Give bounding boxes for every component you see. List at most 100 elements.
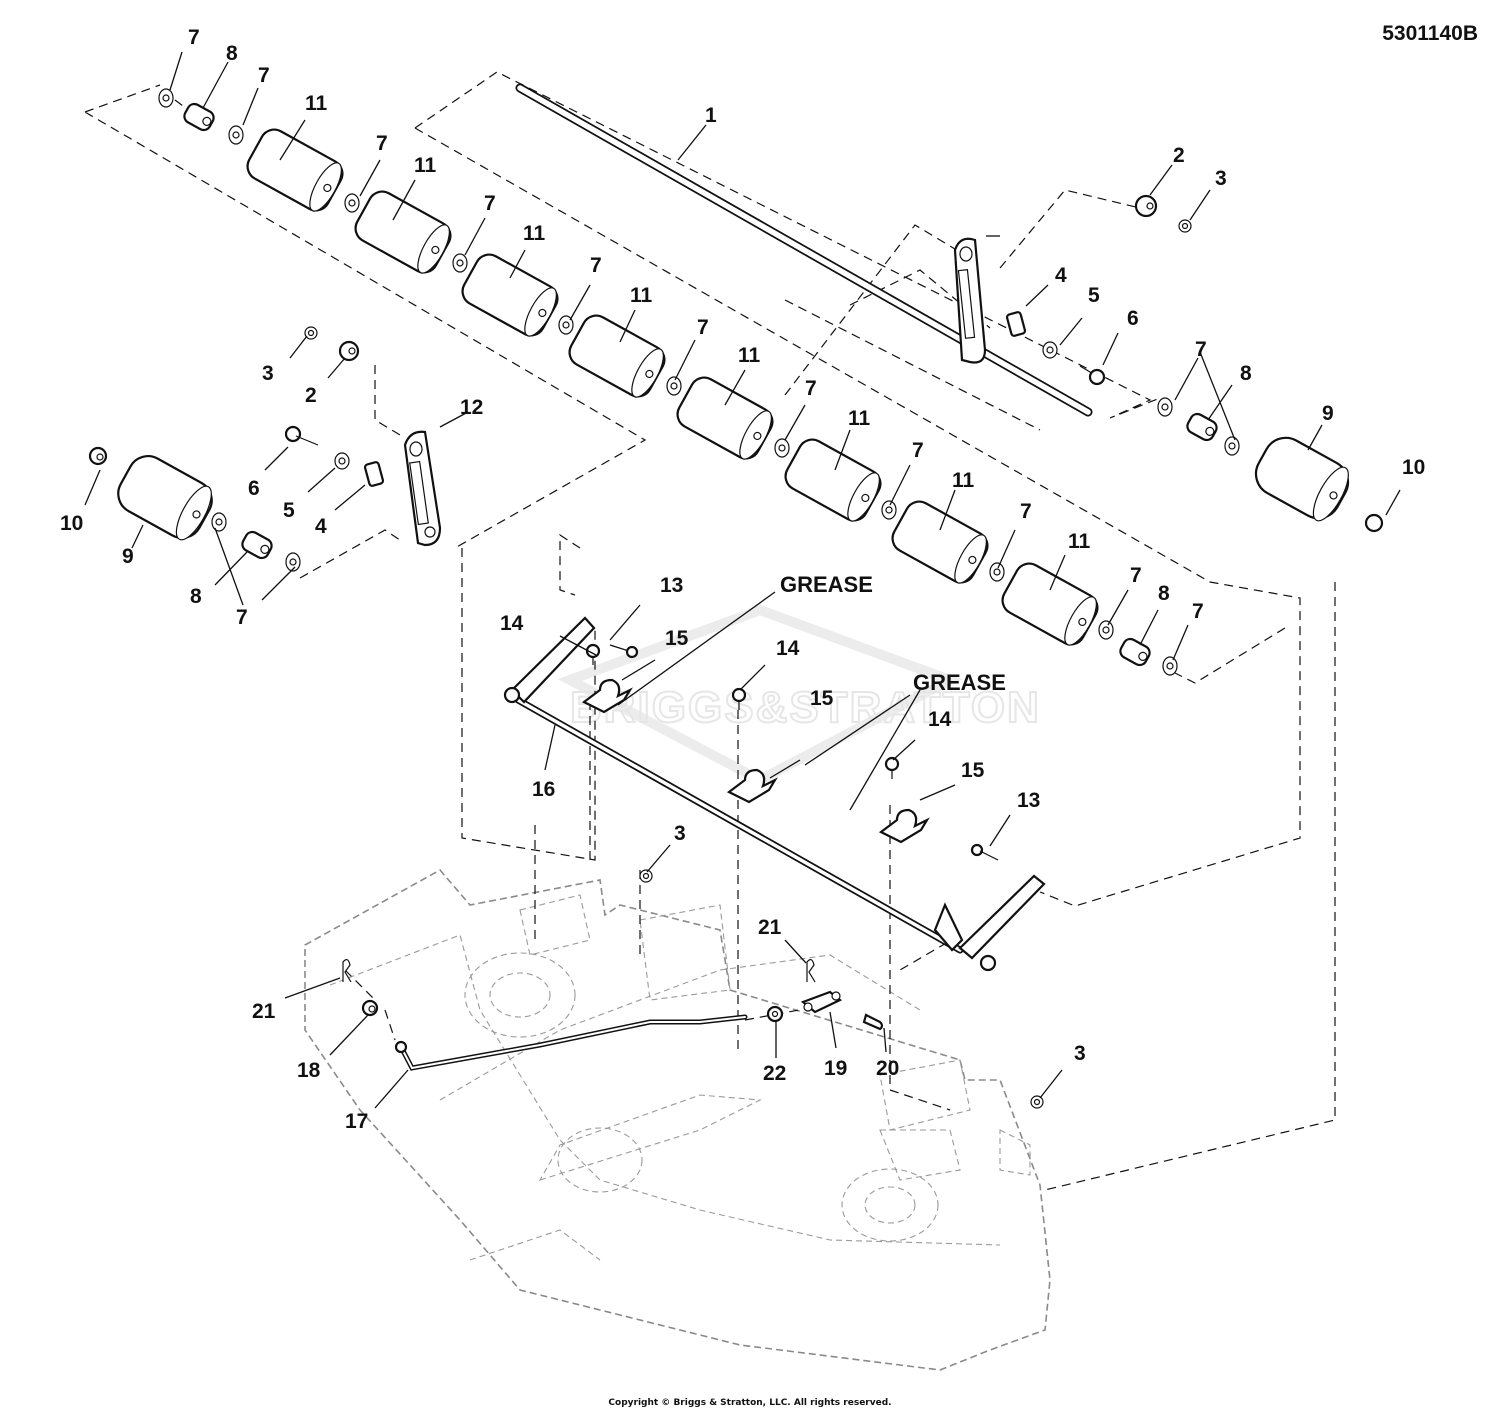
clevis-pin-20[interactable] — [862, 1013, 884, 1031]
washer-7[interactable] — [1157, 397, 1173, 417]
callout-8[interactable]: 8 — [226, 42, 238, 65]
roller-11[interactable] — [888, 497, 993, 588]
roller-11[interactable] — [565, 311, 670, 402]
flange-nut-2[interactable] — [1134, 194, 1158, 218]
clevis-19[interactable] — [800, 990, 843, 1014]
washer-7[interactable] — [666, 376, 682, 396]
callout-21[interactable]: 21 — [252, 1000, 276, 1023]
callout-15[interactable]: 15 — [665, 627, 689, 650]
callout-11[interactable]: 11 — [523, 222, 546, 245]
hair-pin-21[interactable] — [342, 959, 352, 983]
part-1-roller-shaft[interactable] — [515, 83, 1093, 417]
washer-7[interactable] — [452, 253, 468, 273]
callout-7[interactable]: 7 — [376, 132, 388, 155]
washer-7[interactable] — [158, 88, 174, 108]
callout-22[interactable]: 22 — [763, 1062, 786, 1085]
bushing-8[interactable] — [240, 529, 274, 560]
callout-7[interactable]: 7 — [484, 192, 496, 215]
callout-3[interactable]: 3 — [262, 362, 274, 385]
callout-7[interactable]: 7 — [258, 64, 270, 87]
lift-rod-17[interactable] — [394, 1014, 748, 1071]
washer-7[interactable] — [285, 552, 301, 572]
strap-clamp-15[interactable] — [581, 678, 633, 714]
jam-nut-22[interactable] — [766, 1005, 784, 1023]
end-cap-10[interactable] — [1364, 513, 1384, 533]
bushing-8[interactable] — [182, 101, 216, 132]
washer-7[interactable] — [989, 562, 1005, 582]
lock-nut-3[interactable] — [304, 326, 318, 340]
roller-11[interactable] — [781, 435, 886, 526]
callout-11[interactable]: 11 — [848, 407, 871, 430]
bushing-18[interactable] — [361, 999, 379, 1017]
hair-pin-21[interactable] — [806, 959, 816, 983]
bolt-13[interactable] — [970, 843, 999, 861]
callout-2[interactable]: 2 — [305, 384, 317, 407]
callout-7[interactable]: 7 — [912, 439, 924, 462]
lock-nut-3-low[interactable] — [1030, 1095, 1044, 1109]
callout-17[interactable]: 17 — [345, 1110, 368, 1133]
callout-7[interactable]: 7 — [590, 254, 602, 277]
callout-3[interactable]: 3 — [674, 822, 686, 845]
bolt-14[interactable] — [585, 643, 601, 665]
roller-11[interactable] — [458, 250, 563, 341]
roller-11[interactable] — [998, 559, 1103, 650]
callout-21[interactable]: 21 — [758, 916, 782, 939]
callout-1[interactable]: 1 — [705, 104, 717, 127]
washer-7[interactable] — [228, 125, 244, 145]
callout-13[interactable]: 13 — [1017, 789, 1040, 812]
callout-11[interactable]: 11 — [414, 154, 437, 177]
callout-7[interactable]: 7 — [1195, 338, 1207, 361]
callout-7[interactable]: 7 — [697, 316, 709, 339]
end-cap-10[interactable] — [88, 446, 108, 466]
callout-14[interactable]: 14 — [928, 708, 952, 731]
bolt-13[interactable] — [609, 644, 639, 659]
callout-10[interactable]: 10 — [60, 512, 83, 535]
roller-11[interactable] — [673, 373, 778, 464]
callout-5[interactable]: 5 — [283, 499, 295, 522]
callout-3[interactable]: 3 — [1074, 1042, 1086, 1065]
callout-8[interactable]: 8 — [1240, 362, 1252, 385]
callout-18[interactable]: 18 — [297, 1059, 321, 1082]
washer-7[interactable] — [774, 438, 790, 458]
callout-11[interactable]: 11 — [952, 469, 975, 492]
washer-5[interactable] — [1042, 341, 1058, 359]
callout-11[interactable]: 11 — [1068, 530, 1091, 553]
callout-7[interactable]: 7 — [1130, 564, 1142, 587]
roller-11[interactable] — [243, 125, 348, 216]
callout-11[interactable]: 11 — [630, 284, 653, 307]
callout-7[interactable]: 7 — [188, 26, 200, 49]
washer-7[interactable] — [211, 512, 227, 532]
strap-clamp-15[interactable] — [878, 808, 930, 844]
washer-7[interactable] — [1162, 656, 1178, 676]
spacer-block-4[interactable] — [363, 461, 385, 487]
bushing-8[interactable] — [1118, 636, 1152, 667]
callout-7[interactable]: 7 — [1020, 500, 1032, 523]
callout-10[interactable]: 10 — [1402, 456, 1425, 479]
bushing-8[interactable] — [1185, 411, 1219, 442]
callout-7[interactable]: 7 — [805, 377, 817, 400]
callout-4[interactable]: 4 — [1055, 264, 1067, 287]
callout-12[interactable]: 12 — [460, 396, 483, 419]
washer-7[interactable] — [1224, 436, 1240, 456]
washer-7[interactable] — [1098, 620, 1114, 640]
lock-nut-3-mid[interactable] — [639, 869, 653, 883]
callout-4[interactable]: 4 — [315, 515, 327, 538]
bolt-6[interactable] — [1079, 365, 1106, 386]
bolt-14[interactable] — [884, 756, 900, 779]
callout-6[interactable]: 6 — [1127, 307, 1139, 330]
lock-nut-3[interactable] — [1178, 219, 1192, 233]
bolt-14[interactable] — [731, 687, 747, 710]
callout-15[interactable]: 15 — [810, 687, 834, 710]
roller-9-left[interactable] — [111, 449, 219, 545]
callout-16[interactable]: 16 — [532, 778, 555, 801]
washer-7[interactable] — [881, 500, 897, 520]
callout-14[interactable]: 14 — [776, 637, 800, 660]
callout-11[interactable]: 11 — [305, 92, 328, 115]
strap-clamp-15[interactable] — [726, 768, 778, 804]
callout-19[interactable]: 19 — [824, 1057, 847, 1080]
callout-2[interactable]: 2 — [1173, 144, 1185, 167]
callout-14[interactable]: 14 — [500, 612, 524, 635]
callout-15[interactable]: 15 — [961, 759, 985, 782]
callout-7[interactable]: 7 — [1192, 600, 1204, 623]
callout-8[interactable]: 8 — [190, 585, 202, 608]
